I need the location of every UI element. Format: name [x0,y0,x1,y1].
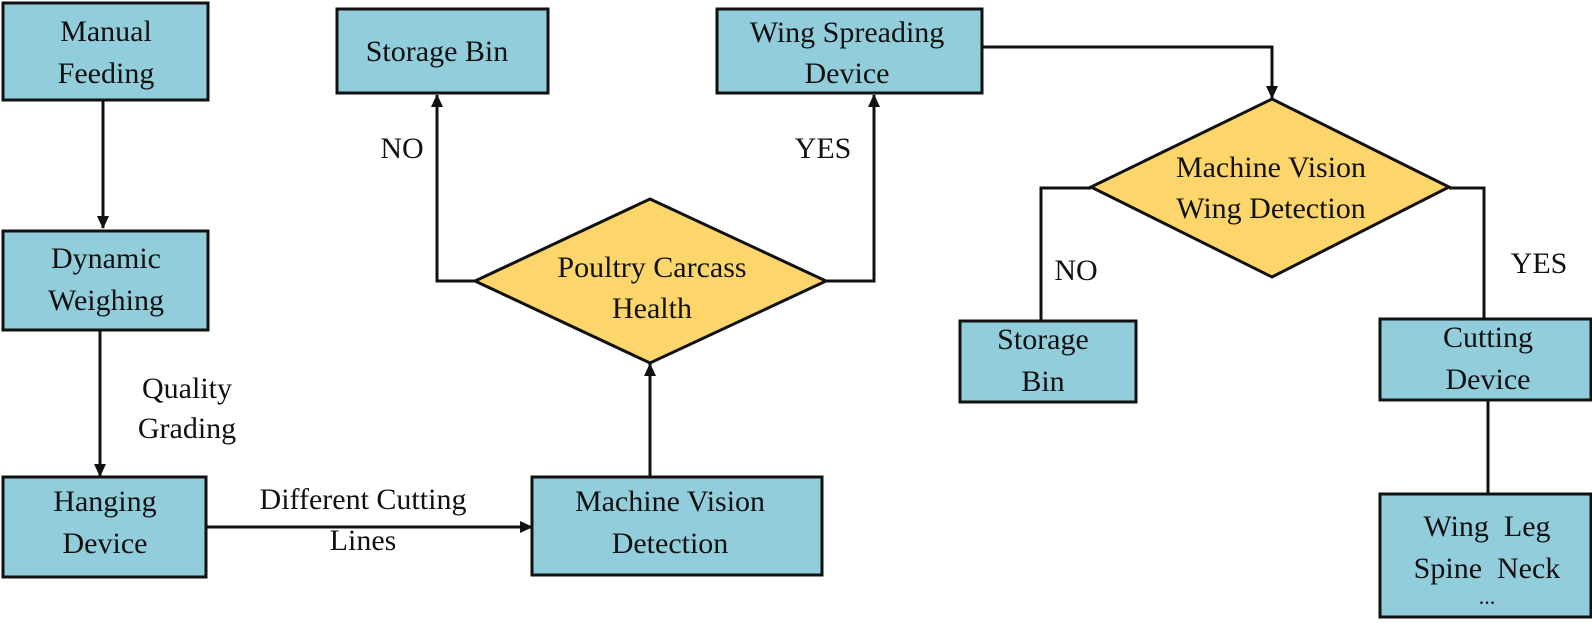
node-hanging-device-line2: Device [63,527,148,560]
edge-label-different-cutting-line1: Different Cutting [260,483,467,516]
node-storage-bin-2-line1: Storage [997,323,1089,356]
node-parts: Wing Leg Spine Neck ... [1378,492,1592,619]
node-poultry-carcass-health: Poultry Carcass Health [471,197,830,365]
node-storage-bin-1-label: Storage Bin [366,35,509,68]
node-dynamic-weighing: Dynamic Weighing [1,229,210,332]
node-hanging-device: Hanging Device [1,475,208,579]
edge-label-quality-grading-line1: Quality [142,372,232,405]
node-hanging-device-line1: Hanging [53,485,156,518]
node-dynamic-weighing-line2: Weighing [48,284,164,317]
edge-wingspreading-to-wingdetect [982,45,1278,99]
node-machine-vision-detection-line2: Detection [612,527,729,560]
node-wing-detection-line1: Machine Vision [1176,151,1366,184]
node-manual-feeding-line1: Manual [60,15,152,48]
node-storage-bin-1: Storage Bin [335,7,550,95]
edge-wing-no [1039,186,1091,320]
node-wing-detection-line2: Wing Detection [1176,192,1366,225]
node-wing-spreading-device-line2: Device [805,57,890,90]
edge-label-quality-grading-line2: Grading [138,412,236,445]
edge-label-health-yes: YES [795,132,852,165]
node-manual-feeding-line2: Feeding [58,57,155,90]
node-dynamic-weighing-line1: Dynamic [51,242,161,275]
edge-wing-yes [1449,186,1486,318]
edge-label-different-cutting-line2: Lines [330,524,397,557]
node-wing-spreading-device: Wing Spreading Device [715,7,984,95]
node-storage-bin-2: Storage Bin [958,319,1138,404]
edge-health-yes [826,94,880,283]
node-poultry-carcass-health-line2: Health [612,292,692,325]
edge-label-health-no: NO [380,132,423,165]
node-manual-feeding: Manual Feeding [1,1,210,102]
edges [94,45,1490,533]
node-parts-line2: Spine Neck [1414,552,1561,585]
node-storage-bin-2-line2: Bin [1021,365,1064,398]
node-wing-spreading-device-line1: Wing Spreading [750,16,945,49]
node-machine-vision-detection: Machine Vision Detection [530,475,824,577]
node-machine-vision-detection-line1: Machine Vision [575,485,765,518]
node-poultry-carcass-health-line1: Poultry Carcass [557,251,746,284]
node-cutting-device: Cutting Device [1378,317,1592,402]
node-cutting-device-line1: Cutting [1443,321,1533,354]
node-machine-vision-wing-detection: Machine Vision Wing Detection [1087,97,1453,279]
node-parts-line1: Wing Leg [1423,510,1550,543]
node-cutting-device-line2: Device [1446,363,1531,396]
node-parts-line3: ... [1479,584,1496,609]
edge-label-wing-yes: YES [1511,247,1568,280]
edge-label-wing-no: NO [1054,254,1097,287]
edge-health-no [431,94,475,283]
